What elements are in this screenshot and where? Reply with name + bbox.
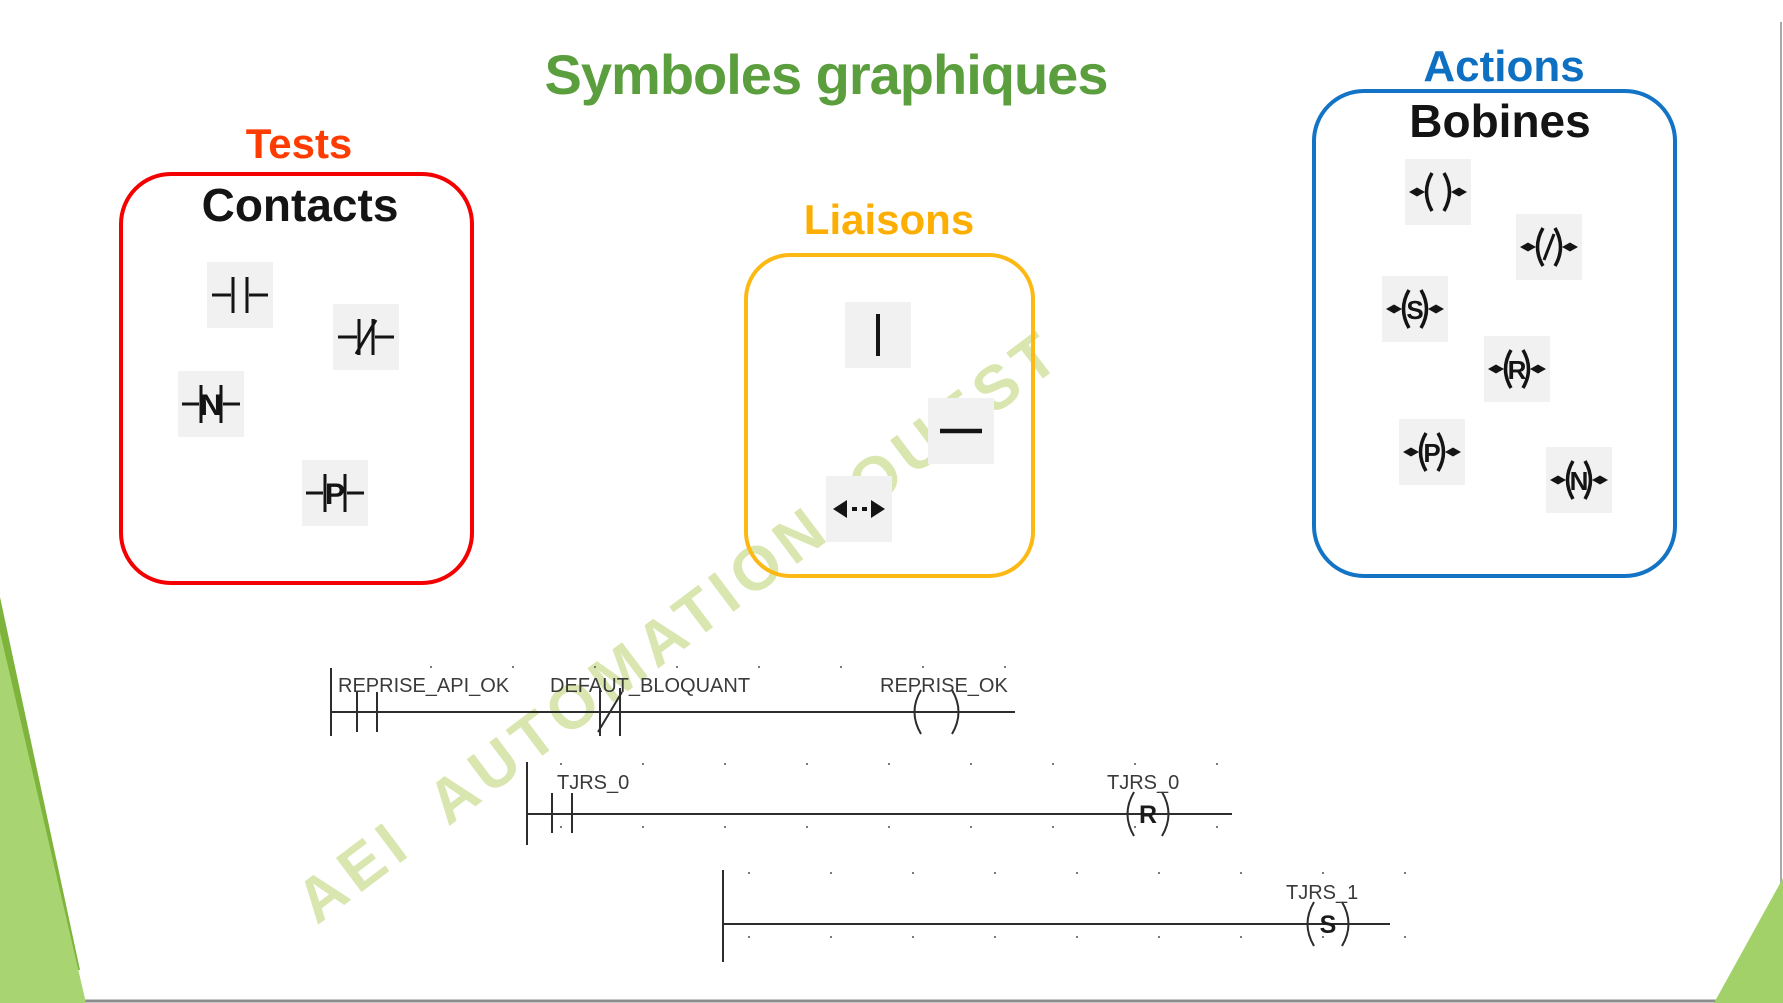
closed-contact-icon bbox=[333, 304, 399, 370]
coil-letter: N bbox=[1570, 466, 1589, 496]
tests-label: Tests bbox=[245, 120, 353, 167]
corner-triangle-right-icon bbox=[1714, 878, 1783, 1003]
liaisons-box bbox=[744, 253, 1035, 578]
coil-letter: S bbox=[1320, 911, 1337, 939]
coil-letter: P bbox=[1423, 438, 1440, 468]
contact-label: REPRISE_API_OK bbox=[338, 675, 510, 697]
coil-icon bbox=[1405, 159, 1471, 225]
bobines-heading: Bobines bbox=[1409, 95, 1591, 147]
coil-letter: R bbox=[1139, 801, 1157, 829]
open-contact-symbol bbox=[356, 692, 378, 732]
coil-label: REPRISE_OK bbox=[880, 675, 1008, 697]
liaisons-label: Liaisons bbox=[803, 196, 975, 243]
coil-symbol bbox=[913, 689, 960, 735]
falling-edge-contact-icon: N bbox=[178, 371, 244, 437]
contact-label: TJRS_0 bbox=[557, 772, 629, 794]
coil-label: TJRS_1 bbox=[1286, 882, 1358, 904]
page-title: Symboles graphiques bbox=[544, 42, 1109, 106]
rising-edge-coil-icon: P bbox=[1399, 419, 1465, 485]
coil-symbol bbox=[1306, 901, 1350, 947]
bidirectional-arrow-icon bbox=[826, 476, 892, 542]
contacts-heading: Contacts bbox=[201, 179, 399, 231]
ladder-rung-2: TJRS_0 TJRS_0 R bbox=[526, 762, 1240, 845]
contact-label: DEFAUT_BLOQUANT bbox=[550, 675, 750, 697]
coil-letter: R bbox=[1508, 355, 1527, 385]
corner-wedge-light-icon bbox=[0, 632, 86, 1003]
actions-box bbox=[1312, 89, 1677, 578]
vertical-link-icon bbox=[845, 302, 911, 368]
coil-letter: S bbox=[1406, 295, 1423, 325]
open-contact-symbol bbox=[551, 793, 573, 833]
open-contact-icon bbox=[207, 262, 273, 328]
closed-contact-symbol bbox=[597, 688, 623, 736]
contact-letter: P bbox=[325, 478, 345, 511]
negated-coil-icon bbox=[1516, 214, 1582, 280]
horizontal-link-icon bbox=[928, 398, 994, 464]
coil-symbol bbox=[1126, 791, 1170, 837]
ladder-rung-3: TJRS_1 S bbox=[722, 870, 1444, 962]
actions-label: Actions bbox=[1423, 42, 1585, 91]
set-coil-icon: S bbox=[1382, 276, 1448, 342]
reset-coil-icon: R bbox=[1484, 336, 1550, 402]
falling-edge-coil-icon: N bbox=[1546, 447, 1612, 513]
contact-letter: N bbox=[200, 389, 222, 422]
tests-box bbox=[119, 172, 474, 585]
ladder-rung-1: REPRISE_API_OK DEFAUT_BLOQUANT REPRISE_O… bbox=[330, 666, 1015, 736]
coil-label: TJRS_0 bbox=[1107, 772, 1179, 794]
rising-edge-contact-icon: P bbox=[302, 460, 368, 526]
